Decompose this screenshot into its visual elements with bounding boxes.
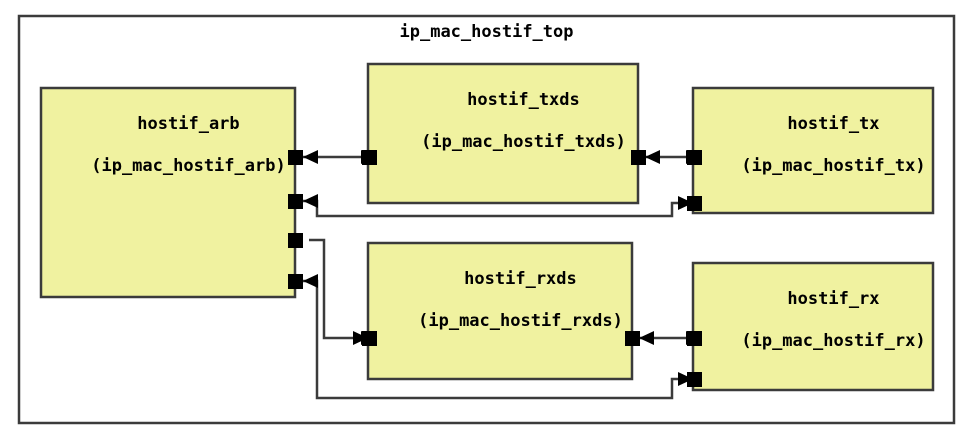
port-tx-txds[interactable] (687, 150, 702, 165)
port-tx-arb[interactable] (687, 196, 702, 211)
port-arb-txds[interactable] (288, 150, 303, 165)
arrowhead-rx-to-rxds (639, 331, 654, 345)
arrowhead-tx-to-arb (303, 194, 318, 208)
port-arb-rxds[interactable] (288, 233, 303, 248)
port-arb-tx[interactable] (288, 194, 303, 209)
block-hostif-tx[interactable] (691, 86, 935, 215)
block-layer (39, 62, 935, 392)
block-hostif-rxds[interactable] (366, 241, 634, 381)
port-rx-arb[interactable] (687, 372, 702, 387)
block-hostif-arb[interactable] (39, 86, 297, 299)
port-layer (288, 150, 702, 387)
port-rxds-rx[interactable] (625, 331, 640, 346)
arrowhead-into-rxds-port (353, 331, 368, 345)
block-hostif-txds[interactable] (366, 62, 640, 205)
port-rx-rxds[interactable] (687, 331, 702, 346)
wire-arb-rxds (309, 238, 376, 340)
port-txds-arb[interactable] (362, 150, 377, 165)
container-title: ip_mac_hostif_top (399, 22, 574, 42)
arrowhead-into-tx-port (678, 196, 693, 210)
port-arb-rx[interactable] (288, 274, 303, 289)
block-hostif-rx[interactable] (691, 261, 935, 392)
arrowhead-tx-to-txds (645, 150, 660, 164)
arrowhead-into-rx-port (678, 372, 693, 386)
arrowhead-txds-to-arb (303, 150, 318, 164)
arrowhead-rx-to-arb (303, 274, 318, 288)
port-txds-tx[interactable] (631, 150, 646, 165)
port-rxds-arb[interactable] (362, 331, 377, 346)
